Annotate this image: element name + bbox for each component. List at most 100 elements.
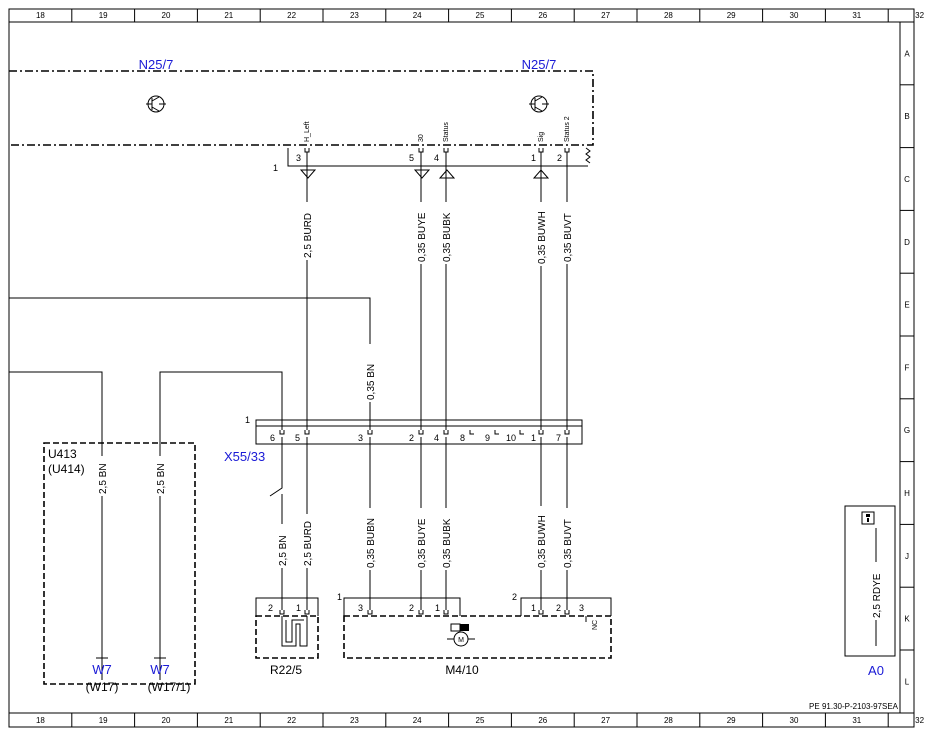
wire-label-bn-u2: 2,5 BN: [156, 463, 167, 494]
drawing-frame: [8, 8, 915, 728]
row-ref: J: [905, 552, 909, 561]
w17-1-label: (W17/1): [148, 680, 191, 694]
wire-label-bubn-bot: 0,35 BUBN: [366, 518, 377, 568]
column-ref: 19: [99, 11, 108, 20]
x55-33-label: X55/33: [224, 449, 265, 464]
heater-element-icon: [281, 616, 308, 647]
m4-c1-pin-3: 3: [358, 603, 363, 613]
x55-pin-9: 9: [485, 433, 490, 443]
m4-10-motor: 1 2 3 2 1 1 2 3 NC M M4/10: [337, 592, 612, 677]
row-ref: C: [904, 175, 910, 184]
wire-label-burd-top: 2,5 BURD: [303, 213, 314, 258]
row-ref: F: [905, 363, 910, 372]
nc-label: NC: [592, 620, 599, 630]
m4-10-label: M4/10: [445, 663, 479, 677]
column-ref: 20: [162, 11, 171, 20]
column-ref: 25: [476, 716, 485, 725]
wire-label-bubk-top: 0,35 BUBK: [442, 212, 453, 262]
wire-label-bn-u1: 2,5 BN: [98, 463, 109, 494]
column-ref: 25: [476, 11, 485, 20]
wire-label-rdye: 2,5 RDYE: [872, 573, 883, 618]
column-ref: 21: [224, 716, 233, 725]
wire-label-buvt-bot: 0,35 BUVT: [563, 519, 574, 568]
column-ref: 28: [664, 716, 673, 725]
signal-30: 30: [418, 134, 425, 142]
a0-box: 2,5 RDYE A0: [844, 505, 896, 678]
wire-labels: 2,5 BURD 0,35 BUYE 0,35 BUBK 0,35 BUWH 0…: [98, 211, 574, 568]
row-ref: D: [904, 238, 910, 247]
signal-h-left: H_Left: [304, 121, 311, 142]
column-ref: 30: [790, 716, 799, 725]
info-icon: [861, 511, 875, 525]
column-ref: 20: [162, 716, 171, 725]
u414-label: (U414): [48, 462, 85, 476]
signal-status-2: Status 2: [564, 116, 571, 142]
row-ref: G: [904, 426, 910, 435]
wire-label-buwh-bot: 0,35 BUWH: [537, 515, 548, 568]
column-ref: 32: [915, 716, 924, 725]
wire-label-buye-bot: 0,35 BUYE: [417, 518, 428, 568]
n25-7-label-left: N25/7: [139, 57, 174, 72]
column-ref: 21: [224, 11, 233, 20]
x55-pin-7: 7: [556, 433, 561, 443]
wire-label-burd-bot: 2,5 BURD: [303, 521, 314, 566]
row-ref: B: [904, 112, 909, 121]
row-ref: L: [905, 677, 910, 686]
column-ref: 24: [413, 11, 422, 20]
column-ref: 23: [350, 11, 359, 20]
top-pin-sockets: [304, 148, 570, 153]
w7-label-a: W7: [92, 662, 112, 677]
transistor-icon: [529, 95, 549, 113]
m4-connector-2: 2: [512, 592, 517, 602]
column-ref: 22: [287, 11, 296, 20]
column-ref: 27: [601, 11, 610, 20]
column-ref: 32: [915, 11, 924, 20]
column-ref: 22: [287, 716, 296, 725]
signal-sig: Sig: [538, 132, 545, 142]
pin-4: 4: [434, 153, 439, 163]
wire-label-buye-top: 0,35 BUYE: [417, 212, 428, 262]
column-ref: 23: [350, 716, 359, 725]
column-ref: 31: [852, 716, 861, 725]
r22-pin-1: 1: [296, 603, 301, 613]
column-ref: 29: [727, 716, 736, 725]
a0-label: A0: [868, 663, 884, 678]
row-ref: E: [904, 301, 909, 310]
wire-label-buwh-top: 0,35 BUWH: [537, 211, 548, 264]
column-ref: 31: [852, 11, 861, 20]
n25-7-label-right: N25/7: [522, 57, 557, 72]
column-ref: 26: [538, 11, 547, 20]
x55-connector-number: 1: [245, 415, 250, 425]
column-ref: 18: [36, 716, 45, 725]
column-ref: 24: [413, 716, 422, 725]
motor-m-glyph: M: [458, 637, 464, 644]
n25-7-unit: N25/7 N25/7 H_Left 30 Status Sig Status …: [9, 57, 594, 146]
signal-arrows: [299, 169, 550, 179]
x55-pin-4: 4: [434, 433, 439, 443]
wire-label-bubk-bot: 0,35 BUBK: [442, 518, 453, 568]
u413-module: U413 (U414) W7 (W17) W7 (W17/1): [43, 442, 196, 694]
column-ref: 27: [601, 716, 610, 725]
pin-5: 5: [409, 153, 414, 163]
pin-2: 2: [557, 153, 562, 163]
x55-pin-6: 6: [270, 433, 275, 443]
wires: [9, 152, 568, 680]
row-ref: A: [904, 49, 910, 58]
x55-pin-8: 8: [460, 433, 465, 443]
x55-pin-3: 3: [358, 433, 363, 443]
r22-pin-2: 2: [268, 603, 273, 613]
wire-label-buvt-top: 0,35 BUVT: [563, 213, 574, 262]
wire-label-bn-mid: 0,35 BN: [366, 364, 377, 400]
r22-5-heater: 2 1 R22/5: [255, 597, 319, 677]
transistor-icon: [146, 95, 166, 113]
pin-3: 3: [296, 153, 301, 163]
row-ref: K: [904, 615, 910, 624]
x55-pin-sockets: [279, 430, 570, 435]
x55-pin-10: 10: [506, 433, 516, 443]
wire-label-bn-bot: 2,5 BN: [278, 535, 289, 566]
document-code: PE 91.30-P-2103-97SEA: [809, 702, 899, 711]
column-ref: 28: [664, 11, 673, 20]
